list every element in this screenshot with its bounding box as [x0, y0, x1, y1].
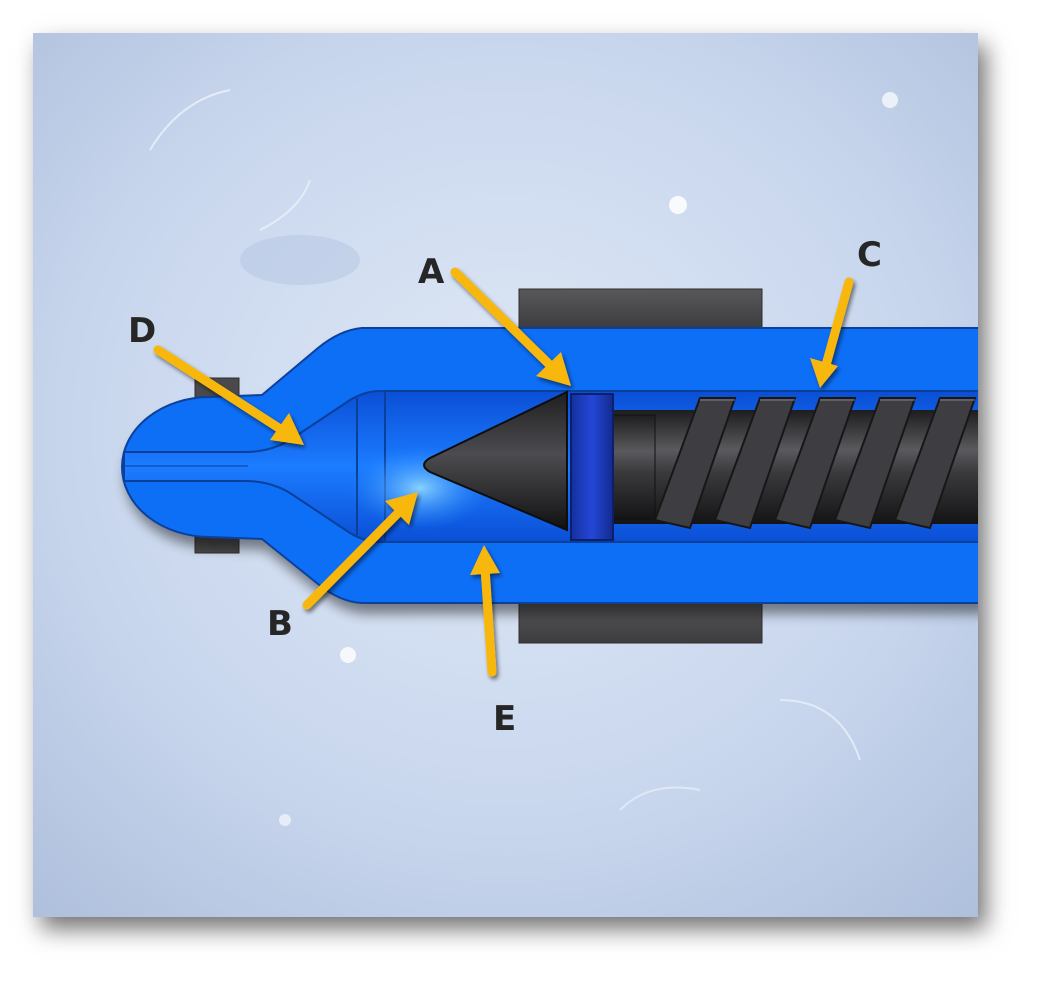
arrow-e [470, 545, 500, 677]
callout-label-d: D [128, 311, 156, 351]
heater-band-top [518, 288, 763, 331]
diagram-panel: A B C D E [33, 33, 978, 917]
arrow-c [810, 277, 854, 388]
heater-band-bottom [518, 601, 763, 644]
screw-flights [605, 397, 978, 530]
arrow-a [450, 267, 571, 386]
screw-tip [423, 390, 568, 532]
callout-arrows [153, 267, 854, 677]
arrow-b [302, 492, 418, 610]
callout-label-e: E [493, 699, 516, 739]
callout-label-a: A [418, 252, 445, 292]
check-ring [570, 393, 614, 541]
injection-barrel-diagram: A B C D E [33, 33, 978, 917]
arrow-d [153, 345, 304, 445]
callout-label-c: C [857, 235, 882, 275]
callout-label-b: B [267, 604, 293, 644]
